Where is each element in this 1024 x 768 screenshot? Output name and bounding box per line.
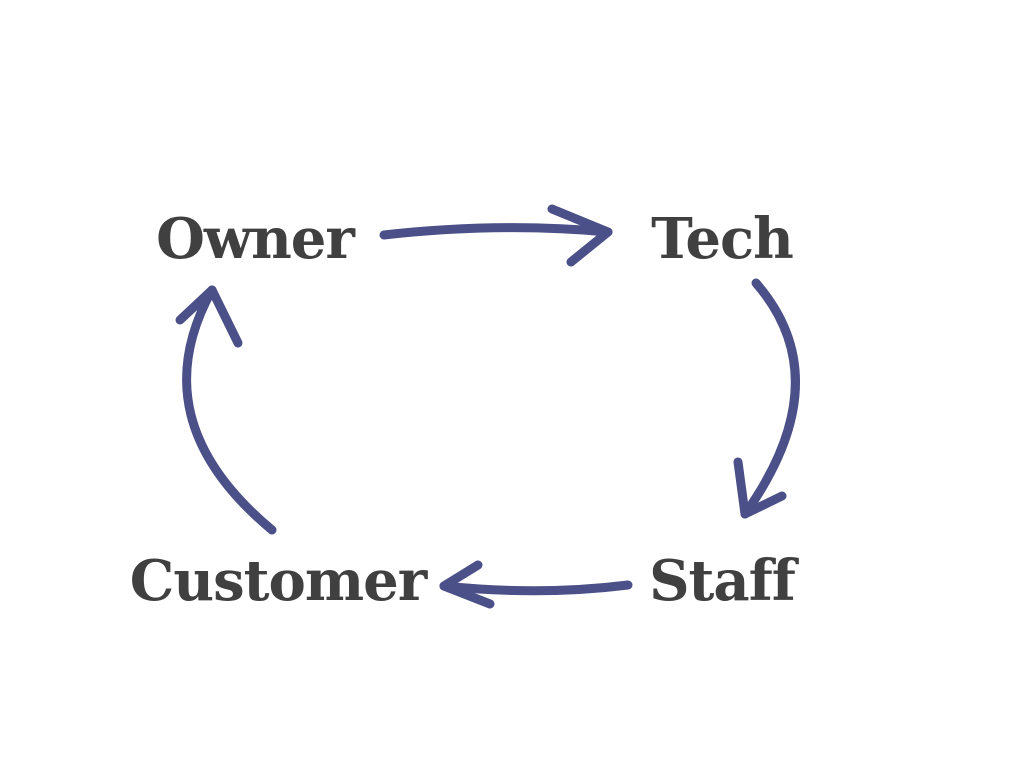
node-owner: Owner [156, 206, 356, 272]
node-staff: Staff [649, 548, 800, 614]
arrow-tech-to-staff [733, 278, 800, 519]
arrow-customer-to-owner [175, 285, 277, 535]
arrow-staff-to-customer [439, 560, 633, 609]
node-customer: Customer [130, 548, 429, 614]
node-tech: Tech [651, 206, 793, 272]
arrow-owner-to-tech [379, 204, 613, 267]
